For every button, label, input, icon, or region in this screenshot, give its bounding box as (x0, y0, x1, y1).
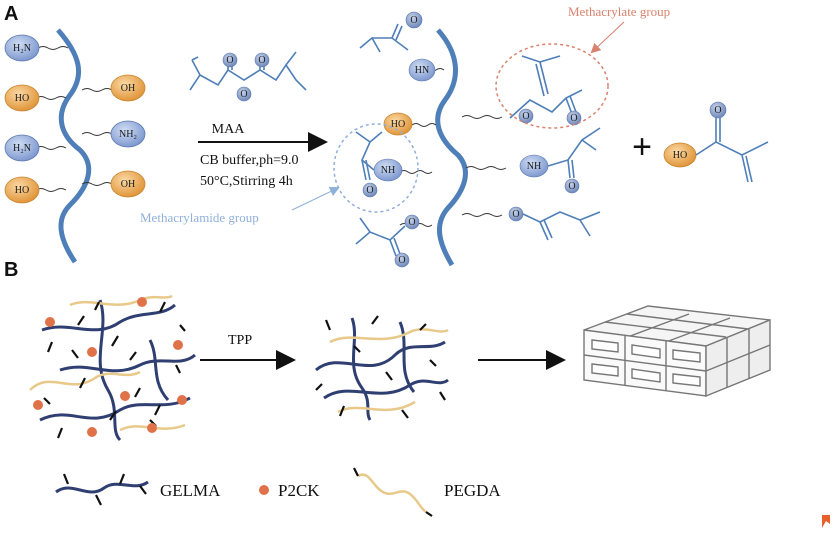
amide-n-left: NH (381, 165, 395, 176)
amine-label-1: H₂N (13, 43, 31, 54)
acid-hydroxyl-label: HO (673, 150, 687, 161)
maa-oxygen-1: O (226, 55, 233, 66)
methacrylate-group-label: Methacrylate group (568, 4, 670, 19)
maa-anhydride-structure: O O O (189, 51, 307, 102)
hydroxyl-label-4: OH (121, 179, 135, 190)
gelatin-backbone-left (35, 28, 113, 264)
methacrylamide-pointer (291, 186, 340, 211)
maa-oxygen-2: O (258, 55, 265, 66)
reagent-label: MAA (212, 122, 246, 137)
ester-carbonyl-oxygen-1: O (570, 113, 577, 124)
legend-p2ck-swatch (259, 485, 269, 495)
printed-scaffold (583, 305, 771, 398)
methacrylamide-right: NH O (519, 127, 601, 194)
panel-b-label: B (4, 259, 18, 281)
methacrylamide-top: O HN (359, 11, 436, 82)
methacrylate-pointer (590, 21, 625, 54)
ester-oxygen-bottom-left: O (408, 217, 415, 228)
legend-gelma-label: GELMA (160, 481, 221, 500)
hydroxyl-group-2: HO (4, 176, 40, 204)
hydroxyl-label-1: HO (15, 93, 29, 104)
condition-temperature: 50°C,Stirring 4h (200, 174, 293, 189)
legend-pegda-label: PEGDA (444, 481, 501, 500)
amine-group-2: H₂N (4, 134, 40, 162)
amine-label-3: NH₂ (119, 129, 137, 140)
hydroxyl-group-4: OH (110, 170, 146, 198)
hydroxyl-label-2: HO (15, 185, 29, 196)
methacrylamide-highlight-circle (333, 123, 419, 213)
methacrylate-highlight-circle (495, 43, 609, 129)
publisher-logo-icon (822, 515, 830, 528)
tpp-label: TPP (228, 333, 252, 348)
acid-carbonyl-oxygen: O (714, 105, 721, 116)
panel-a-label: A (4, 3, 18, 25)
hydroxyl-right-label: HO (391, 119, 405, 130)
methacrylate-bottom-right: O (508, 206, 601, 241)
ester-carbonyl-oxygen-bottom-left: O (398, 255, 405, 266)
legend-pegda-swatch (353, 467, 433, 517)
hydroxyl-group-3: OH (110, 74, 146, 102)
methacrylamide-group-label: Methacrylamide group (140, 210, 259, 225)
hydroxyl-group-right: HO (383, 112, 413, 136)
legend-gelma-swatch (55, 473, 149, 506)
amide-oxygen-left: O (366, 185, 373, 196)
plus-sign: + (632, 128, 652, 166)
amide-oxygen-top: O (410, 15, 417, 26)
ester-oxygen-bottom-right: O (512, 209, 519, 220)
condition-buffer: CB buffer,ph=9.0 (200, 153, 298, 168)
amide-n-right: NH (527, 161, 541, 172)
methacrylate-bottom-left: O O (355, 214, 420, 268)
maa-oxygen-3: O (240, 89, 247, 100)
amide-oxygen-right: O (568, 181, 575, 192)
ester-oxygen-1: O (522, 111, 529, 122)
amine-group-1: H₂N (4, 34, 40, 62)
hydroxyl-group-1: HO (4, 84, 40, 112)
methacrylate-top-right: O O (509, 55, 583, 126)
crosslinked-network (315, 315, 449, 421)
legend: GELMA P2CK PEGDA (55, 467, 501, 517)
legend-p2ck-label: P2CK (278, 481, 320, 500)
methacrylic-acid-product: HO O (663, 101, 769, 183)
amine-group-3: NH₂ (110, 120, 146, 148)
prepolymer-mixture (29, 294, 196, 442)
methacrylamide-left: NH O (355, 131, 403, 198)
hydroxyl-label-3: OH (121, 83, 135, 94)
amine-label-2: H₂N (13, 143, 31, 154)
amide-n-top: HN (415, 65, 429, 76)
